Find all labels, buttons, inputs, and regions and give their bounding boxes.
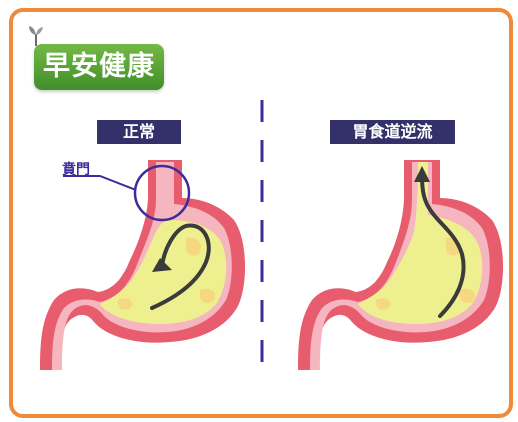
stomach-normal-flow-arrow [150,223,211,310]
brand-logo-text: 早安健康 [43,51,155,82]
cardia-pointer-line [63,175,137,191]
sprout-icon [29,26,43,46]
stomach-normal [40,160,246,370]
brand-logo: 早安健康 [34,44,164,90]
panel-title-reflux: 胃食道逆流 [330,120,455,144]
stomach-reflux-acid [358,162,483,324]
cardia-label: 賁門 [62,162,90,178]
panel-title-normal: 正常 [97,120,181,144]
stomach-reflux-flow-arrow [420,174,466,318]
stomach-reflux [298,160,504,370]
cardia-circle [133,164,191,222]
reflux-arrowhead [414,166,430,182]
